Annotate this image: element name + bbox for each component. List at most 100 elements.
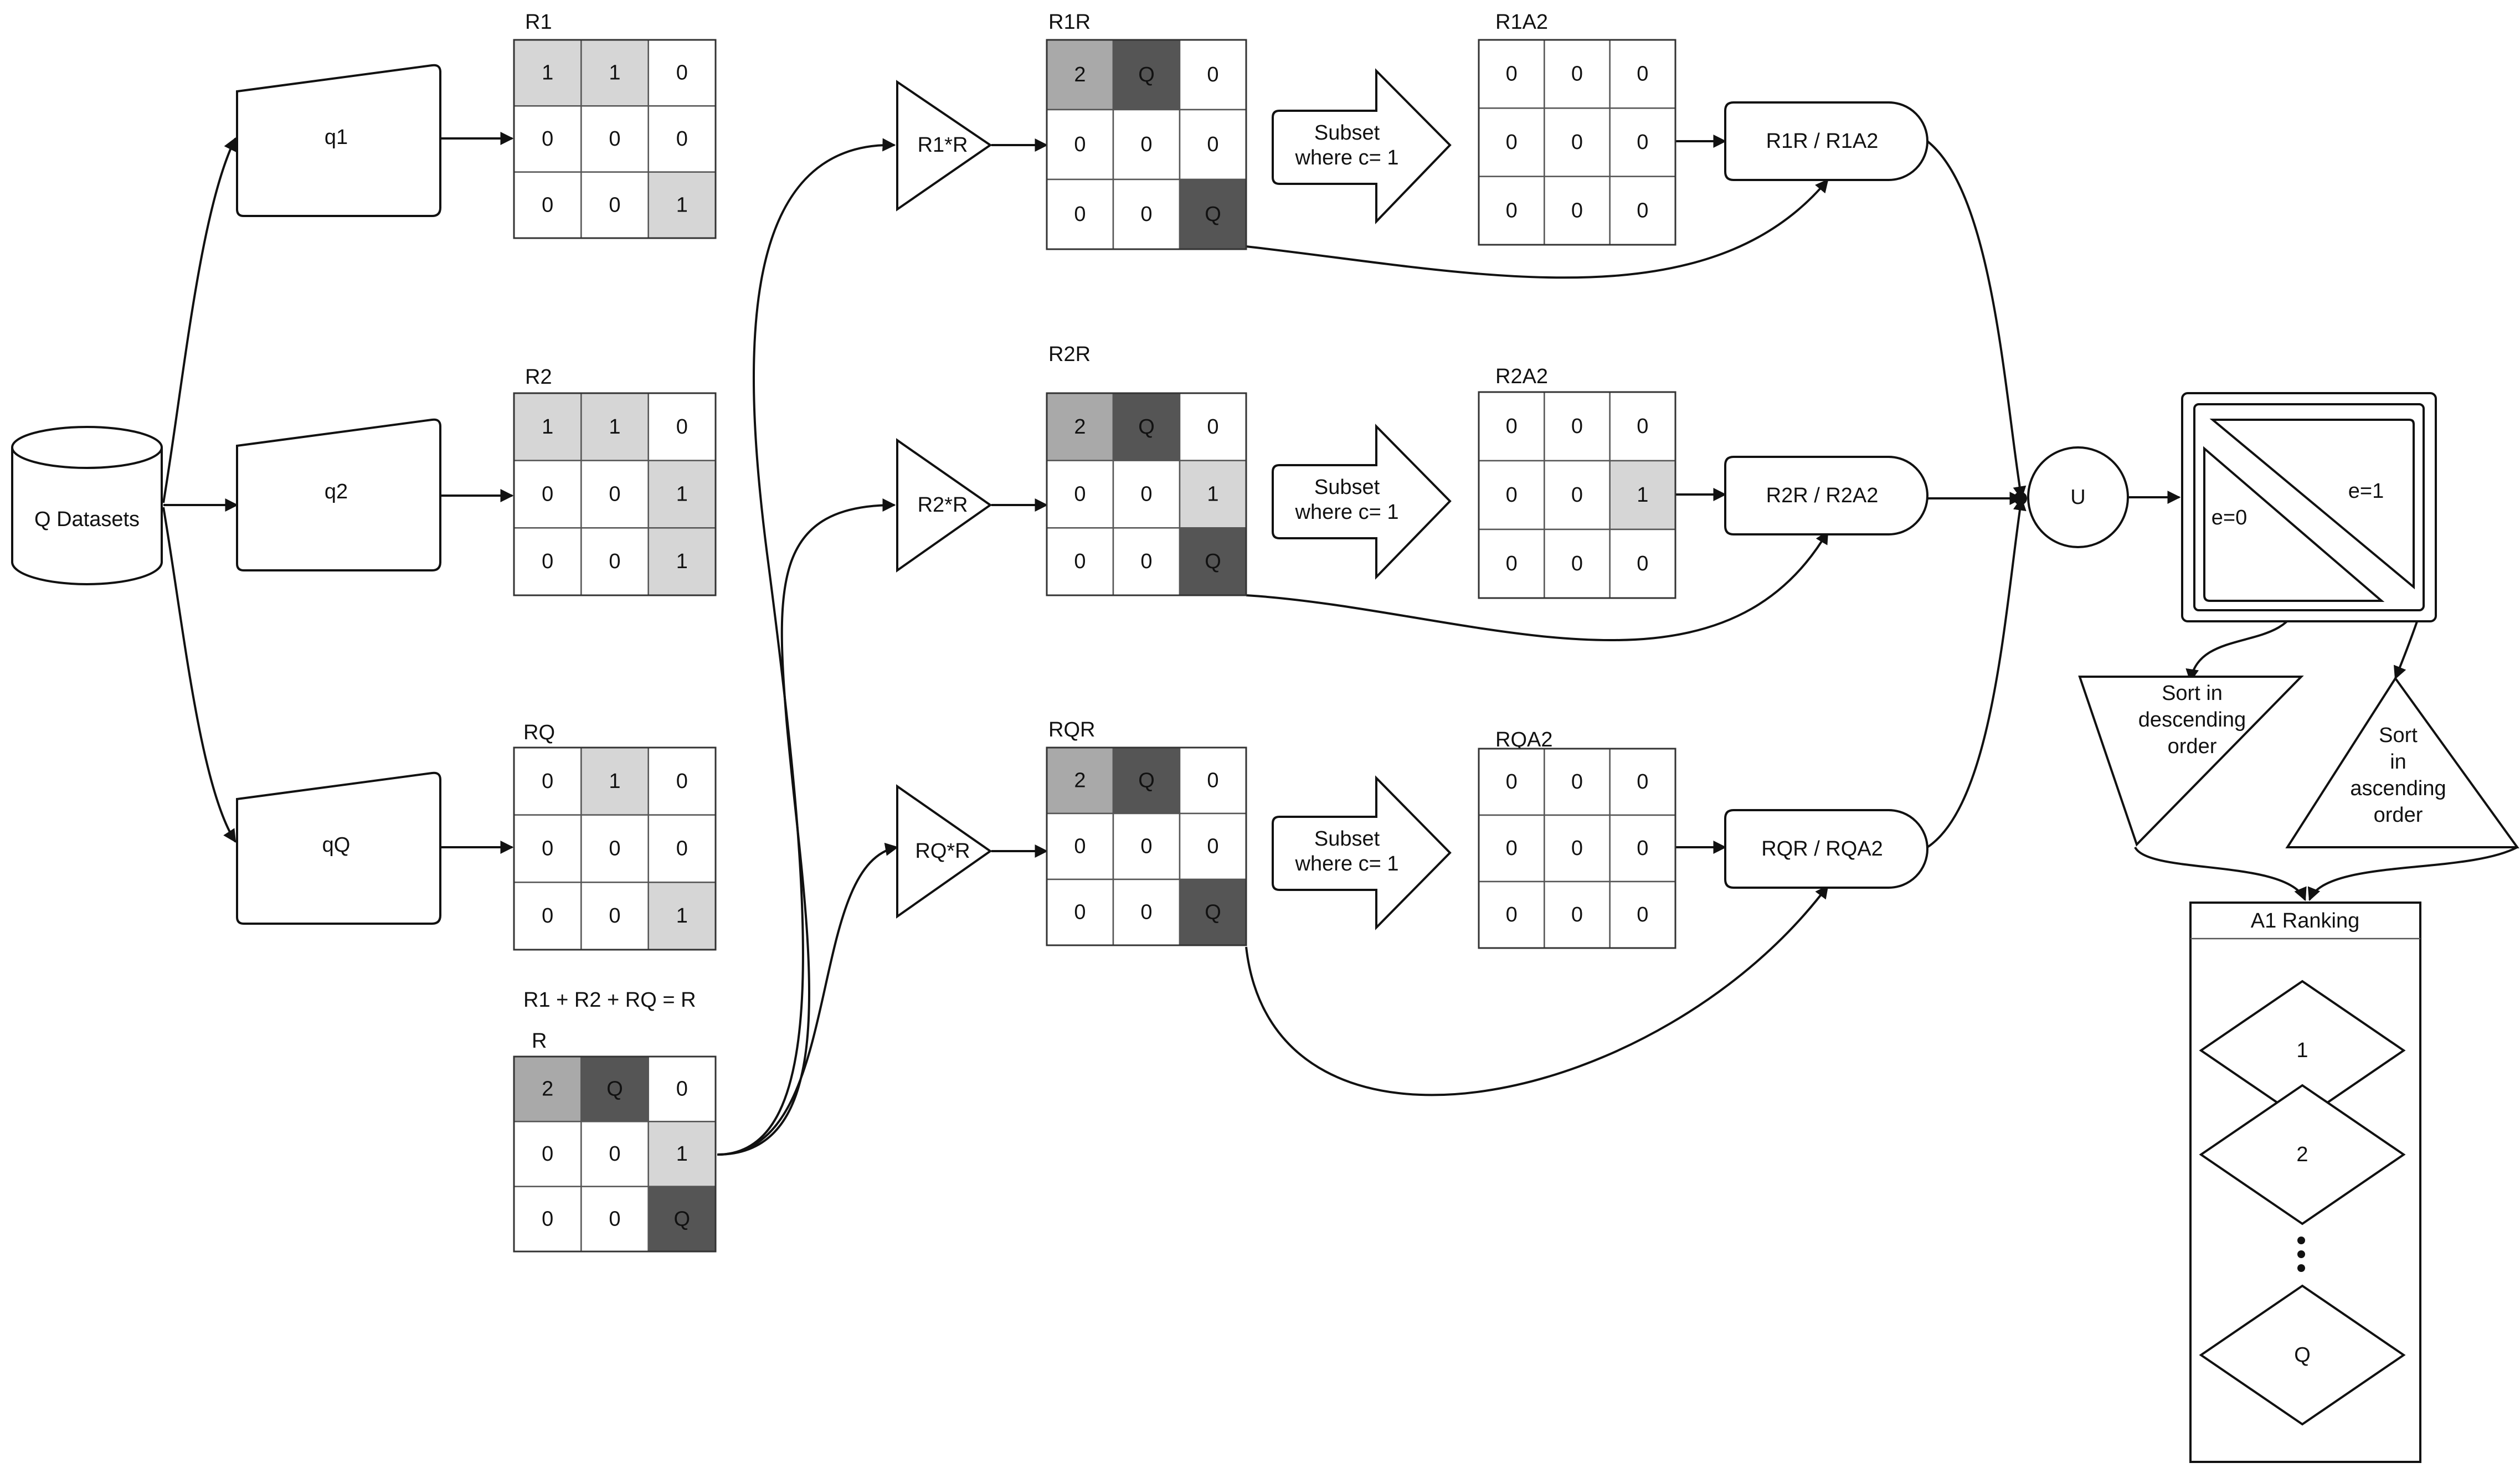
matrix-cell: 0 (609, 837, 620, 861)
matrix-cell: 0 (542, 1142, 553, 1166)
matrix-border (1478, 391, 1676, 599)
matrix-cell: 0 (542, 483, 553, 506)
matrix-cell: 0 (1074, 835, 1086, 858)
matrix-cell: 0 (1637, 903, 1648, 926)
matrix-cell-bg (513, 814, 582, 883)
matrix-cell-bg (647, 746, 717, 816)
matrix-cell: 0 (1506, 415, 1518, 438)
edge-RQR-div3 (1245, 885, 1829, 1096)
matrix-cell-bg (647, 39, 717, 107)
matrix-cell-bg (1179, 39, 1247, 111)
sort-asc-line1: Sort (2379, 724, 2418, 747)
matrix-cell: 0 (1637, 837, 1648, 860)
split-box: e=0 e=1 (2181, 392, 2437, 622)
matrix-cell-bg (1478, 880, 1545, 949)
matrix-cell: 1 (542, 61, 553, 85)
ranking-item-2: 2 (2199, 1084, 2406, 1225)
matrix-cell-bg (647, 814, 717, 883)
matrix-cell: 0 (1637, 63, 1648, 86)
matrix-cell: 0 (542, 837, 553, 861)
edge-sort-asc-ranking (2307, 846, 2518, 902)
edge-sort-desc-ranking (2134, 846, 2307, 902)
matrix-cell: 0 (676, 770, 688, 793)
matrix-cell-bg (1609, 880, 1676, 949)
division-R2R-R2A2: R2R / R2A2 (1724, 456, 1928, 535)
matrix-border (513, 746, 717, 951)
edge-R-R2xR (717, 498, 896, 1156)
multiply-R1xR: R1*R (896, 80, 992, 212)
matrix-cell: 0 (1506, 63, 1518, 86)
matrix-cell: 0 (1140, 133, 1152, 156)
matrix-cell: 0 (676, 127, 688, 151)
matrix-cell-bg (580, 105, 649, 173)
matrix-cell: 0 (1506, 903, 1518, 926)
matrix-cell: Q (1138, 769, 1155, 792)
matrix-cell: 0 (1571, 131, 1583, 154)
matrix-cell: 0 (542, 193, 553, 217)
matrix-cell: Q (1138, 63, 1155, 86)
sort-ascending: Sort in ascending order (2285, 676, 2519, 848)
matrix-cell-bg (1609, 39, 1676, 109)
matrix-cell-bg (1544, 880, 1611, 949)
edge-R-RQxR (717, 843, 899, 1156)
matrix-cell: Q (1205, 550, 1221, 573)
subset-label-line1: Subset (1314, 827, 1380, 851)
matrix-cell: 1 (542, 415, 553, 439)
division-label: RQR / RQA2 (1761, 837, 1883, 861)
matrix-cell: 0 (1140, 483, 1152, 506)
matrix-title-R2R: R2R (1048, 343, 1091, 366)
subset-label-line1: Subset (1314, 121, 1380, 145)
matrix-cell: Q (606, 1078, 623, 1101)
matrix-cell-bg (580, 171, 649, 239)
matrix-cell: 0 (676, 61, 688, 85)
connectors (162, 132, 2518, 1156)
matrix-cell-bg (513, 105, 582, 173)
matrix-cell: 0 (542, 127, 553, 151)
matrix-cell: 0 (1207, 835, 1218, 858)
query-q2: q2 (236, 418, 441, 571)
matrix-title-R1R: R1R (1048, 11, 1091, 34)
matrix-cell: 1 (1207, 483, 1218, 506)
matrix-title-R2A2: R2A2 (1495, 365, 1548, 388)
matrix-cell: 0 (676, 1078, 688, 1101)
subset-label-line2: where c= 1 (1295, 146, 1399, 169)
matrix-cell: 0 (609, 550, 620, 573)
database-icon-top (11, 426, 163, 469)
matrix-cell: 0 (609, 127, 620, 151)
matrix-title-RQA2: RQA2 (1495, 728, 1552, 751)
matrix-cell: 0 (676, 415, 688, 439)
matrix-cell-bg (580, 1186, 649, 1253)
sort-asc-line4: order (2374, 803, 2423, 827)
sort-desc-line2: descending (2138, 708, 2246, 732)
matrix-cell-bg (1046, 812, 1114, 880)
division-label: R2R / R2A2 (1766, 484, 1879, 507)
matrix-cell: 0 (1074, 550, 1086, 573)
matrix-cell-bg (513, 527, 582, 596)
matrix-cell: 0 (1637, 131, 1648, 154)
multiply-label: R2*R (918, 493, 968, 517)
matrix-cell-bg (513, 1121, 582, 1187)
matrix-cell: 1 (609, 61, 620, 85)
matrix-cell-bg (1544, 460, 1611, 530)
matrix-title-R2: R2 (525, 365, 552, 389)
matrix-cell-bg (1609, 814, 1676, 883)
matrix-cell: 0 (1637, 770, 1648, 794)
subset-label-line1: Subset (1314, 476, 1380, 499)
sort-descending: Sort in descending order (2078, 676, 2304, 847)
ranking-item-label: 1 (2296, 1039, 2308, 1062)
matrix-cell: 0 (1637, 415, 1648, 438)
subset-label-line2: where c= 1 (1295, 501, 1399, 524)
e1-label: e=1 (2348, 480, 2384, 503)
matrix-cell: 1 (676, 1142, 688, 1166)
matrix-cell: Q (1138, 415, 1155, 439)
matrix-cell: Q (1205, 901, 1221, 924)
ranking-item-Q: Q (2199, 1284, 2406, 1426)
matrix-border (1046, 39, 1247, 250)
matrix-cell-bg (513, 882, 582, 951)
subset-arrow-2: Subset where c= 1 (1272, 424, 1452, 580)
